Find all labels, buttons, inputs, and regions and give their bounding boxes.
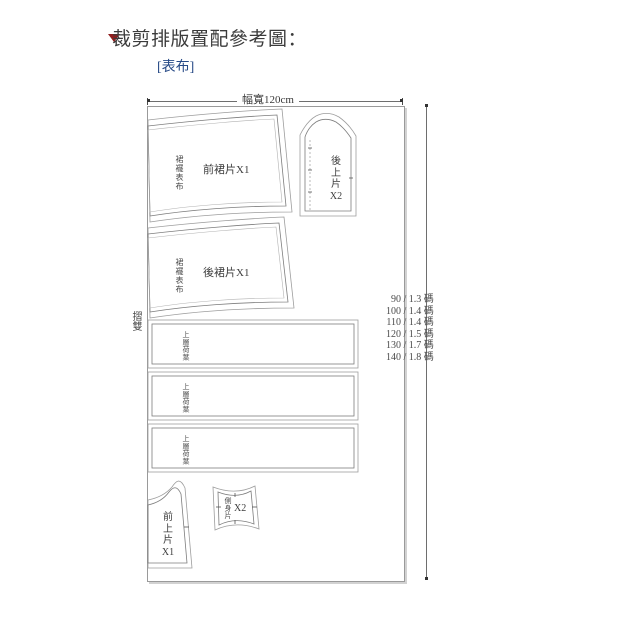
fabric-type-label: [表布]	[157, 60, 195, 75]
length-option: 140 / 1.8 碼	[386, 351, 434, 363]
back-bodice-label-line: X2	[329, 190, 343, 202]
fold-line-label: 摺雙	[130, 311, 141, 331]
front-bodice-label-line: X1	[161, 546, 175, 558]
front-bodice-label-line: 上	[163, 523, 173, 535]
front-bodice-label: 前 上 片 X1	[158, 512, 178, 558]
ruffle-strip-2-fabric-note: 上層荷葉	[182, 383, 190, 413]
fabric-length-dimension	[419, 104, 433, 580]
length-option: 120 / 1.5 碼	[386, 328, 434, 340]
side-panel-fabric-note: 側身片	[224, 497, 232, 520]
length-option: 130 / 1.7 碼	[386, 340, 434, 351]
front-bodice-label-line: 前	[163, 512, 173, 523]
front-skirt-panel-label: 前裙片X1	[203, 164, 250, 176]
length-option: 110 / 1.4 碼	[386, 317, 434, 328]
length-option: 90 / 1.3 碼	[391, 294, 434, 305]
fabric-width-label: 幅寬120cm	[237, 91, 299, 107]
fabric-width-dimension: 幅寬120cm	[147, 91, 403, 108]
length-option: 100 / 1.4 碼	[386, 305, 434, 317]
page-title: 裁剪排版置配參考圖：	[112, 29, 308, 50]
dimension-marker-top	[425, 104, 428, 107]
back-skirt-panel-label: 後裙片X1	[203, 267, 250, 279]
back-skirt-panel-fabric-note: 裙襬表布	[175, 258, 184, 294]
dimension-marker-bottom	[425, 577, 428, 580]
dimension-line-vertical	[426, 104, 427, 580]
back-bodice-label-line: 後	[331, 156, 341, 167]
back-bodice-label: 後 上 片 X2	[326, 156, 346, 202]
ruffle-strip-1-fabric-note: 上層荷葉	[182, 331, 190, 361]
back-bodice-label-line: 上	[331, 167, 341, 179]
back-bodice-label-line: 片	[331, 179, 341, 190]
dimension-marker-left	[147, 99, 150, 102]
triangle-bullet-icon	[106, 30, 122, 46]
fabric-length-options: 90 / 1.3 碼 100 / 1.4 碼 110 / 1.4 碼 120 /…	[386, 294, 434, 363]
dimension-marker-right	[400, 99, 403, 102]
side-panel-label: X2	[234, 503, 247, 514]
front-bodice-label-line: 片	[163, 535, 173, 546]
front-skirt-panel-fabric-note: 裙襬表布	[175, 155, 184, 191]
ruffle-strip-3-fabric-note: 上層荷葉	[182, 435, 190, 465]
